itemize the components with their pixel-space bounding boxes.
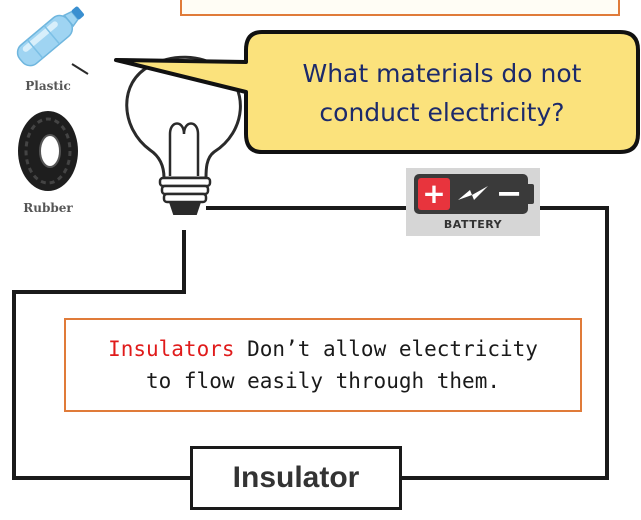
- speech-line-1: What materials do not: [302, 59, 582, 88]
- wire-top-right: [402, 206, 609, 480]
- definition-line-2: to flow easily through them.: [145, 369, 500, 393]
- battery-label: BATTERY: [443, 218, 503, 231]
- definition-line-1: Insulators Don’t allow electricity: [108, 333, 538, 365]
- plastic-bottle-icon: [16, 6, 84, 67]
- material-rubber: Rubber: [3, 108, 93, 215]
- speech-line-2: conduct electricity?: [319, 98, 565, 127]
- rubber-tire-icon: [18, 111, 78, 191]
- battery-plus-sign: +: [418, 178, 450, 210]
- definition-box: Insulators Don’t allow electricity to fl…: [64, 318, 582, 412]
- speech-bubble-text: What materials do not conduct electricit…: [246, 34, 638, 152]
- insulator-component: Insulator: [190, 446, 402, 510]
- circuit-wires: [12, 206, 609, 480]
- lightning-bolt-icon: [458, 186, 488, 200]
- battery: + − BATTERY: [406, 168, 540, 236]
- material-label-rubber: Rubber: [23, 201, 73, 215]
- light-bulb-icon: [71, 55, 242, 215]
- material-plastic: Plastic: [3, 4, 93, 93]
- material-label-plastic: Plastic: [25, 79, 71, 93]
- battery-terminal: [528, 184, 534, 204]
- speech-bubble-shape: [114, 30, 640, 154]
- definition-line-1-rest: Don’t allow electricity: [234, 337, 538, 361]
- definition-term: Insulators: [108, 337, 235, 361]
- battery-minus-sign: −: [495, 174, 523, 212]
- wire-left: [12, 230, 190, 480]
- top-text-box: [180, 0, 620, 16]
